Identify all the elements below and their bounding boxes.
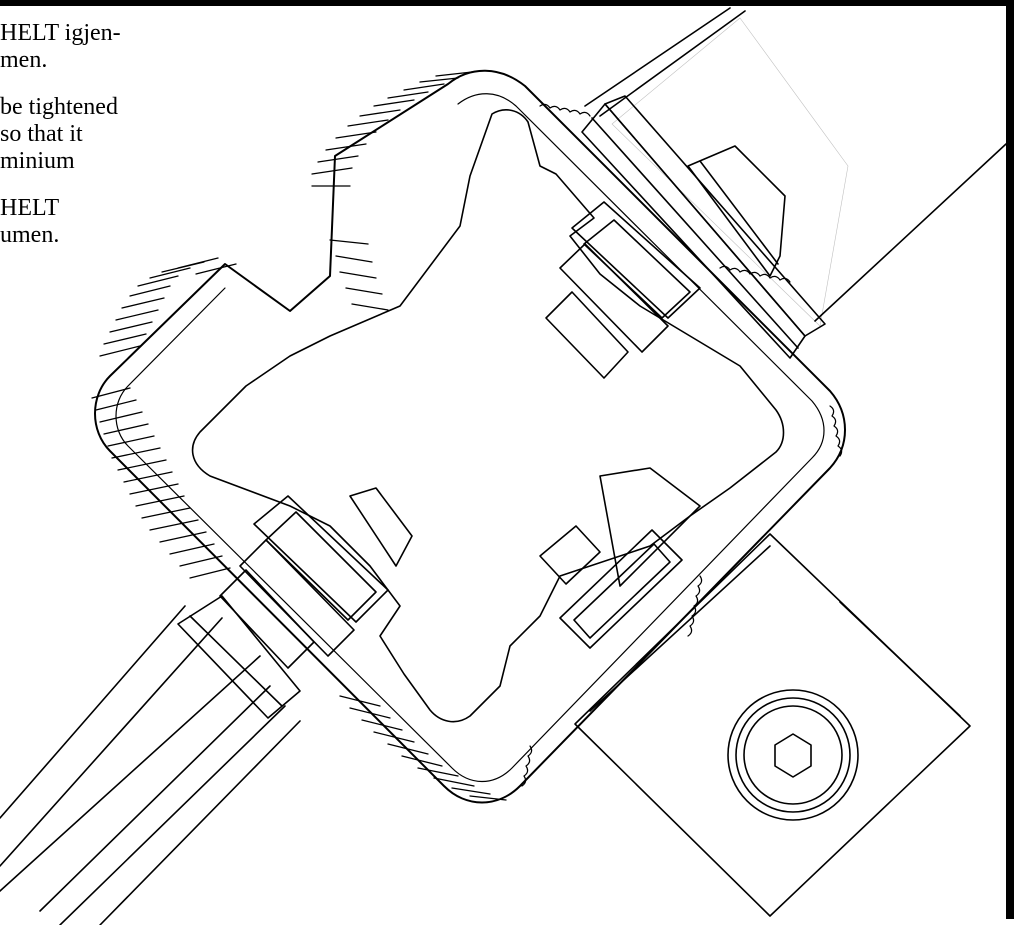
note-block: be tightened so that it minium [0,94,240,175]
profile-connector [91,69,846,804]
note-line: be tightened [0,94,118,120]
t-slot-insert-bottom-right [539,467,701,649]
teeth-band-left [91,257,237,579]
note-line: minium [0,148,75,174]
note-line: HELT [0,195,60,221]
note-line: men. [0,47,48,73]
lower-left-tube [0,595,301,925]
teeth-band-top [311,71,473,311]
inner-cavity [191,109,785,723]
upper-tube [584,7,1007,327]
note-line: umen. [0,222,60,248]
t-slot-insert-top-right [545,201,701,379]
teeth-band-bottom [339,695,507,801]
scalloped-edge-right [521,103,843,787]
note-line: so that it [0,121,83,147]
lower-clamp-plate [574,533,971,917]
instruction-text: HELT igjen- men. be tightened so that it… [0,20,240,269]
note-line: HELT igjen- [0,20,121,46]
hex-socket-bolt-icon [727,689,859,821]
note-block: HELT igjen- men. [0,20,240,74]
note-block: HELT umen. [0,195,240,249]
upper-end-clamp [581,95,826,359]
t-slot-insert-bottom-left [219,487,413,669]
assembly-drawing [0,7,1007,925]
